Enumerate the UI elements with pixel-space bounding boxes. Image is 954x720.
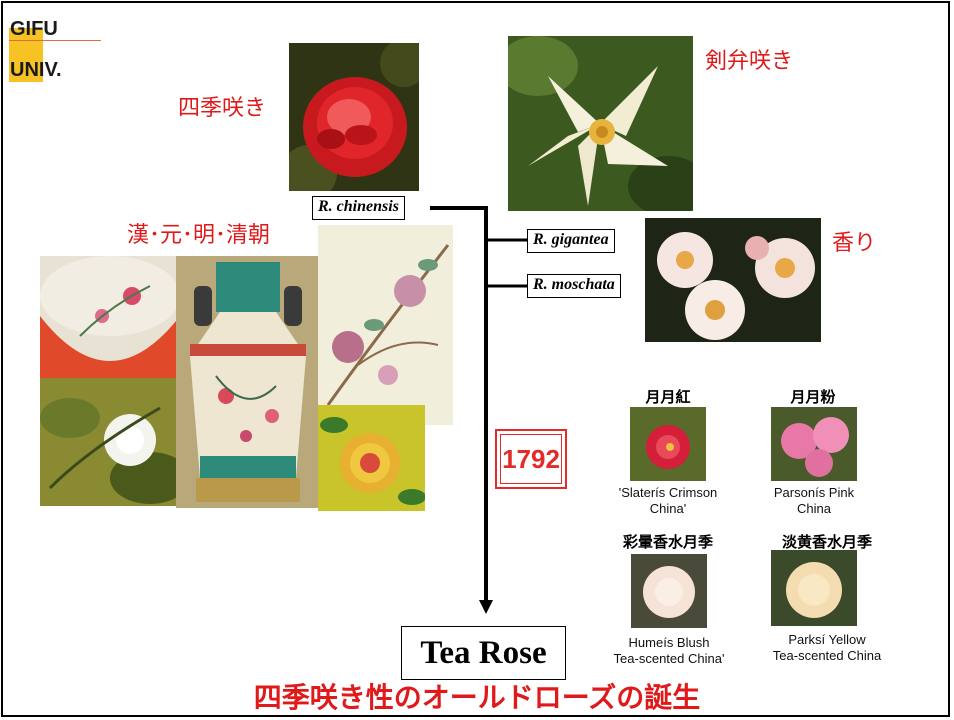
red-rose-photo bbox=[289, 43, 419, 191]
musk-rose-photo bbox=[645, 218, 821, 342]
label-dynasties: 漢･元･明･清朝 bbox=[127, 223, 271, 248]
cultivar-1-name: 'Slaterís Crimson China' bbox=[596, 485, 740, 517]
cultivar-1-chinese: 月月紅 bbox=[645, 388, 691, 406]
cultivar-2-photo bbox=[771, 407, 857, 481]
yellow-peony-enamel-photo bbox=[318, 405, 425, 511]
cultivar-2-name-line2: China bbox=[797, 501, 831, 516]
logo-line2: UNIV. bbox=[10, 59, 62, 81]
cultivar-3-name: Humeís Blush Tea-scented China' bbox=[584, 635, 754, 667]
cultivar-4-name: Parksí Yellow Tea-scented China bbox=[742, 632, 912, 664]
white-single-rose-photo bbox=[508, 36, 693, 211]
peony-painting-photo bbox=[40, 378, 180, 506]
floral-panel-photo bbox=[318, 225, 453, 425]
cultivar-1-name-line1: 'Slaterís Crimson bbox=[618, 485, 718, 500]
logo-divider bbox=[9, 40, 101, 41]
cultivar-4-name-line1: Parksí Yellow bbox=[788, 632, 866, 647]
species-gigantea: R. gigantea bbox=[527, 229, 615, 253]
year-badge: 1792 bbox=[495, 429, 567, 489]
cultivar-2-name: Parsonís Pink China bbox=[742, 485, 886, 517]
label-fragrance: 香り bbox=[832, 231, 877, 256]
cultivar-3-name-line1: Humeís Blush bbox=[628, 635, 710, 650]
cultivar-4-photo bbox=[771, 550, 857, 626]
tea-rose-box: Tea Rose bbox=[401, 626, 566, 680]
cultivar-2-chinese: 月月粉 bbox=[790, 388, 836, 406]
slide-title: 四季咲き性のオールドローズの誕生 bbox=[253, 681, 701, 714]
logo-line1: GIFU bbox=[10, 18, 58, 40]
species-moschata: R. moschata bbox=[527, 274, 621, 298]
cultivar-3-photo bbox=[631, 554, 707, 628]
cultivar-4-chinese: 淡黄香水月季 bbox=[781, 533, 872, 551]
porcelain-bowl-photo bbox=[40, 256, 180, 384]
label-pointed-petals: 剣弁咲き bbox=[705, 49, 794, 74]
label-perpetual-flowering: 四季咲き bbox=[178, 96, 267, 121]
cultivar-4-name-line2: Tea-scented China bbox=[772, 648, 882, 663]
cloisonne-vase-photo bbox=[176, 256, 320, 508]
species-chinensis: R. chinensis bbox=[312, 196, 405, 220]
logo-bar bbox=[9, 28, 43, 82]
year-text: 1792 bbox=[500, 434, 562, 484]
cultivar-1-name-line2: China' bbox=[649, 501, 687, 516]
cultivar-2-name-line1: Parsonís Pink bbox=[773, 485, 855, 500]
cultivar-1-photo bbox=[630, 407, 706, 481]
cultivar-3-chinese: 彩暈香水月季 bbox=[622, 533, 713, 551]
cultivar-3-name-line2: Tea-scented China' bbox=[613, 651, 725, 666]
